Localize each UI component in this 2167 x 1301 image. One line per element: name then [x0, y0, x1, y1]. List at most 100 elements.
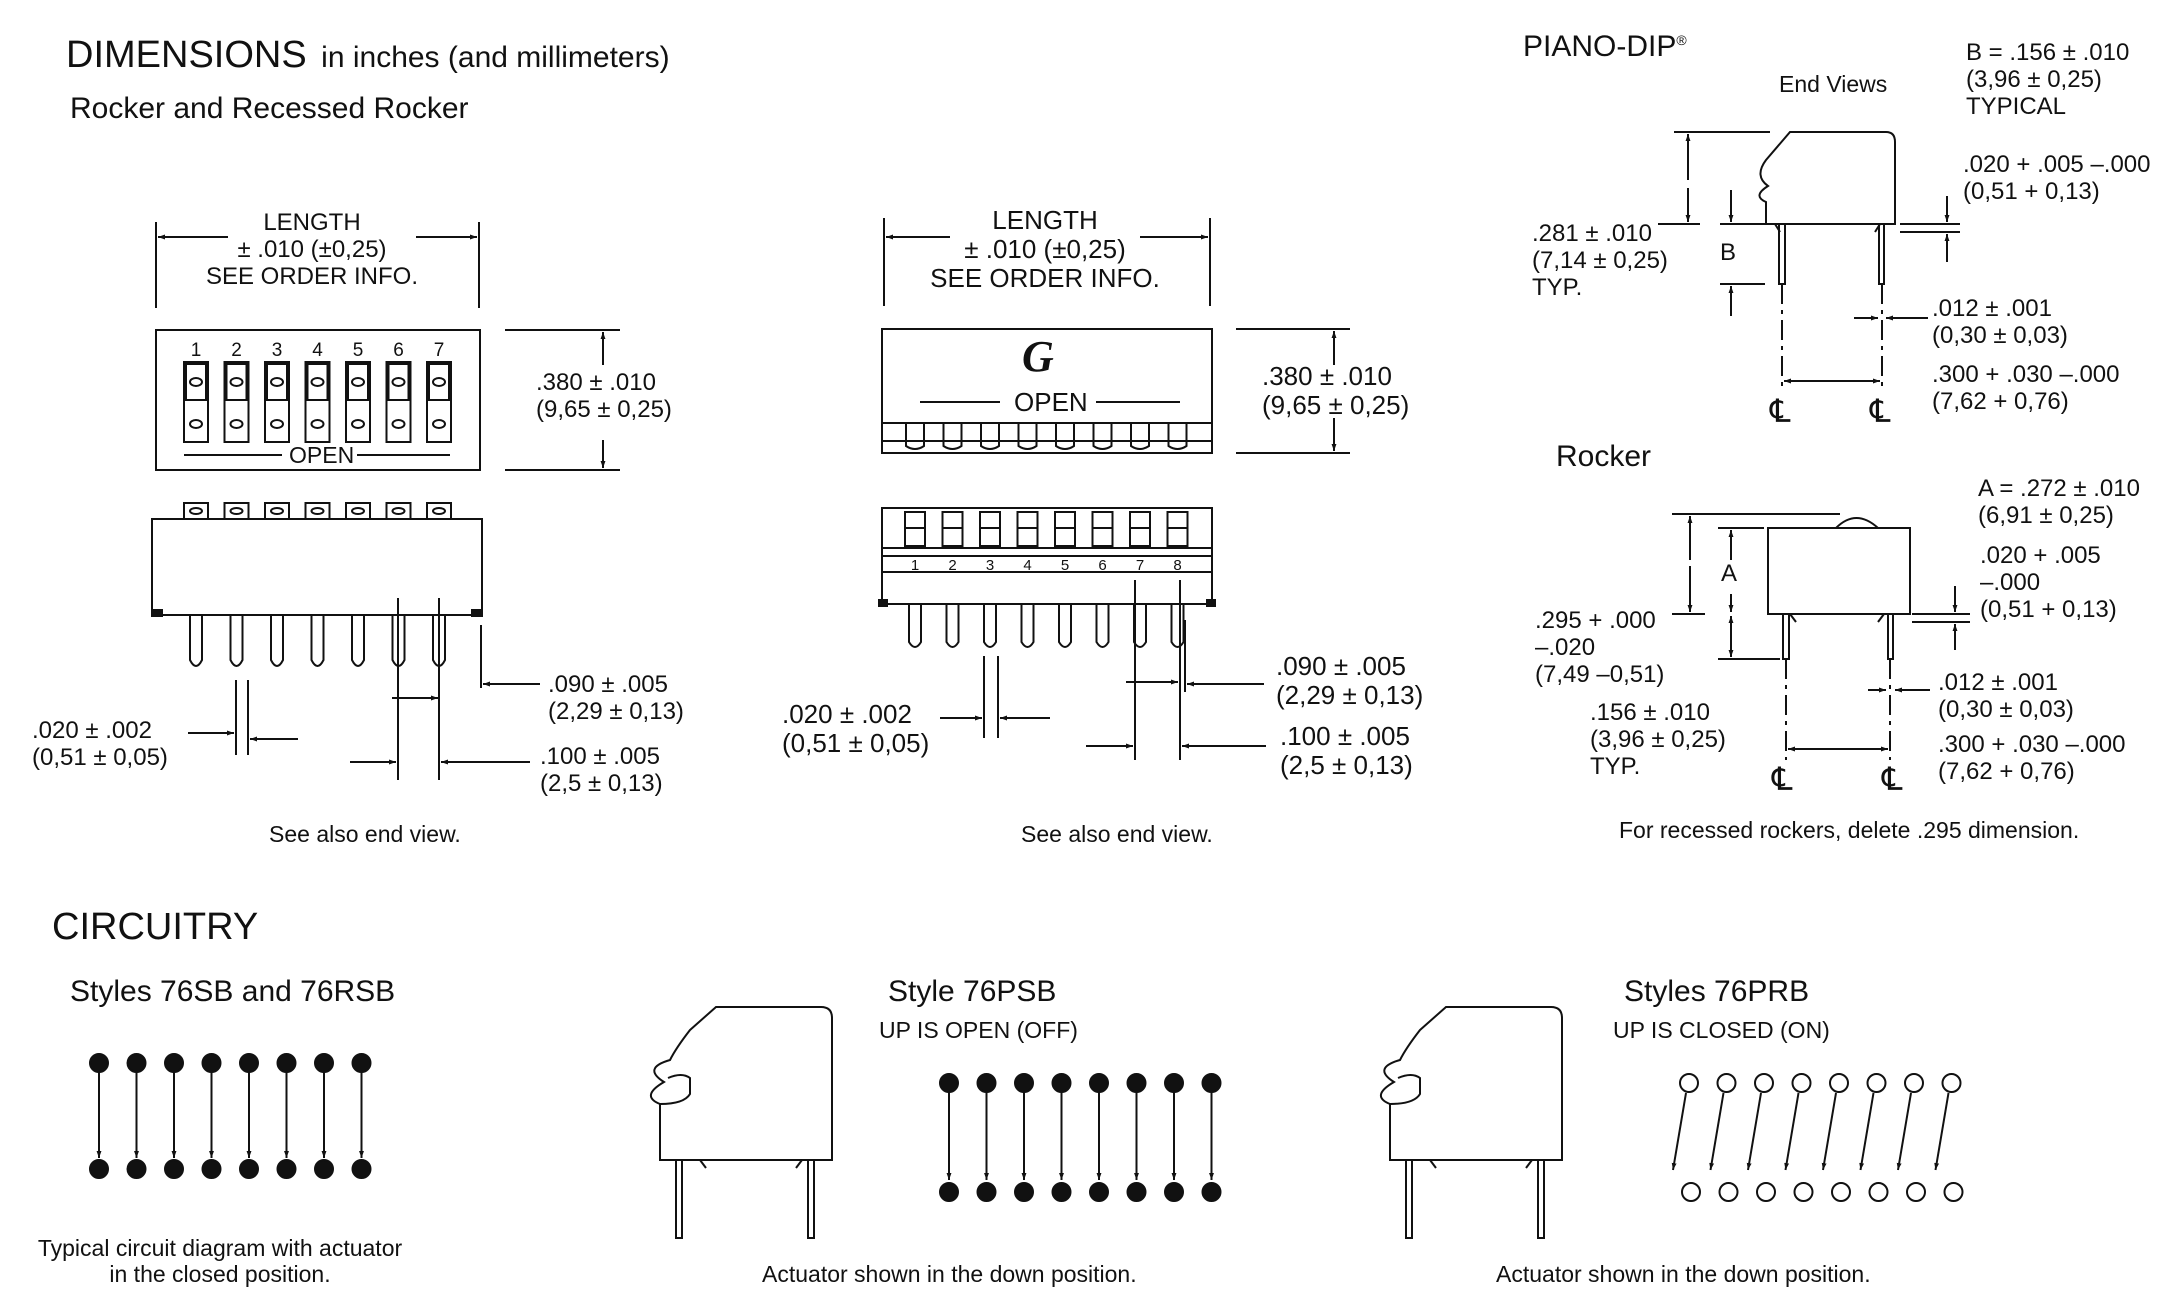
rocker-foot: [1877, 613, 1885, 623]
circuit-contact-arrow: [1934, 1092, 1950, 1171]
rocker-spacing-label: .300 + .030 –.000 (7,62 + 0,76): [1938, 731, 2126, 785]
circuit-node-filled: [1164, 1182, 1184, 1202]
mid-pin-width-label: .020 ± .002 (0,51 ± 0,05): [782, 699, 930, 759]
circuit-contact-arrow: [1784, 1092, 1800, 1171]
left-offset-label: .090 ± .005 (2,29 ± 0,13): [548, 671, 684, 725]
switch-pin: [1170, 604, 1185, 648]
circuit-contact-arrow: [1896, 1092, 1912, 1171]
circuit-node-filled: [239, 1053, 259, 1073]
circuit-node-open: [1941, 1073, 1962, 1093]
circuit-node-open: [1906, 1182, 1926, 1202]
actuator-pin: [1405, 1159, 1413, 1239]
circuit-contact-arrow: [1709, 1092, 1725, 1171]
style2-title: Style 76PSB: [888, 975, 1057, 1008]
left-side-view-body: [151, 518, 483, 616]
actuator-pin: [675, 1159, 683, 1239]
circuit-node-filled: [1126, 1073, 1147, 1093]
piano-pin: [1878, 223, 1885, 285]
circuit-diagrams: [89, 1006, 1964, 1239]
circuit-node-filled: [276, 1159, 297, 1179]
style3-subtitle: UP IS CLOSED (ON): [1613, 1017, 1830, 1043]
side-actuator: [183, 502, 209, 520]
rocker-pin-label: .012 ± .001 (0,30 ± 0,03): [1938, 669, 2074, 723]
circuit-contact-arrow: [1821, 1092, 1837, 1171]
actuator-dimple: [270, 377, 284, 387]
switch-pin: [1058, 604, 1072, 648]
circuit-node-filled: [314, 1159, 334, 1179]
switch-slot: [304, 361, 331, 443]
actuator-dimple: [351, 507, 365, 515]
actuator-dimple: [270, 507, 284, 515]
circuit-node-filled: [1051, 1182, 1072, 1202]
left-open-label: OPEN: [286, 442, 358, 469]
switch-number-label: 3: [272, 340, 283, 361]
switch-number-label: 6: [1098, 557, 1106, 574]
circuit-node-open: [1868, 1182, 1889, 1202]
circuit-node-open: [1681, 1182, 1701, 1202]
actuator-dimple: [310, 377, 325, 387]
side-actuator: [345, 502, 371, 520]
actuator-foot: [795, 1159, 803, 1169]
switch-number-label: 2: [948, 557, 956, 574]
switch-number-label: 6: [393, 340, 404, 361]
mid-offset-label: .090 ± .005 (2,29 ± 0,13): [1276, 651, 1424, 711]
circuitry-title: CIRCUITRY: [52, 906, 259, 948]
circuit-node-filled: [314, 1053, 334, 1073]
side-actuator: [304, 502, 331, 520]
circuit-node-filled: [939, 1182, 959, 1202]
circuit-node-filled: [1014, 1182, 1034, 1202]
circuit-node-filled: [126, 1053, 147, 1073]
actuator-dimple: [391, 377, 406, 387]
actuator-dimple: [391, 419, 406, 429]
rocker-thickness-label: .020 + .005 –.000 (0,51 + 0,13): [1980, 542, 2117, 623]
actuator-dimple: [229, 377, 244, 387]
switch-actuator-up: [347, 363, 369, 401]
circuit-node-open: [1866, 1073, 1887, 1093]
circuit-node-filled: [1164, 1073, 1184, 1093]
circuit-node-filled: [939, 1073, 959, 1093]
mid-key-tip: [1017, 423, 1038, 450]
end-views-label: End Views: [1779, 71, 1888, 97]
mid-height-label: .380 ± .010 (9,65 ± 0,25): [1262, 361, 1410, 421]
standoff: [151, 609, 163, 617]
rocker-pin: [1782, 613, 1790, 660]
circuit-node-open: [1904, 1073, 1924, 1093]
circuit-node-filled: [1014, 1073, 1034, 1093]
section-subtitle: Rocker and Recessed Rocker: [70, 92, 469, 125]
gray-hill-logo: G: [1022, 332, 1054, 381]
switch-slot: [426, 361, 452, 443]
left-height-label: .380 ± .010 (9,65 ± 0,25): [536, 369, 672, 423]
switch-number-label: 7: [434, 340, 445, 361]
actuator-dimple: [189, 507, 203, 515]
actuator-dimple: [310, 507, 325, 515]
circuit-node-filled: [89, 1053, 109, 1073]
circuit-node-filled: [239, 1159, 259, 1179]
switch-number-label: 5: [1061, 557, 1069, 574]
rocker-centerline-left: ℄: [1772, 761, 1793, 797]
switch-pin: [189, 615, 203, 667]
circuit-node-open: [1791, 1073, 1812, 1093]
circuit-node-filled: [351, 1053, 372, 1073]
switch-pin: [351, 615, 365, 667]
circuit-node-open: [1679, 1073, 1699, 1093]
switch-pin: [983, 604, 997, 648]
a-spec-label: A = .272 ± .010 (6,91 ± 0,25): [1978, 475, 2140, 529]
style2-actuator: [650, 1006, 833, 1161]
actuator-dimple: [432, 507, 446, 515]
actuator-dimple: [432, 419, 446, 429]
circuit-node-open: [1831, 1182, 1851, 1202]
rocker-centerline-right: ℄: [1882, 761, 1903, 797]
piano-pin-label: .012 ± .001 (0,30 ± 0,03): [1932, 295, 2068, 349]
switch-actuator-up: [387, 363, 410, 401]
side-actuator: [385, 502, 412, 520]
style1-caption: Typical circuit diagram with actuator in…: [37, 1235, 403, 1287]
switch-actuator-up: [266, 363, 288, 401]
left-length-label: LENGTH ± .010 (±0,25) SEE ORDER INFO.: [205, 209, 419, 290]
side-actuator: [223, 502, 250, 520]
circuit-contact-arrow: [1671, 1092, 1687, 1171]
actuator-dimple: [229, 419, 244, 429]
page-title: DIMENSIONS: [66, 34, 307, 76]
